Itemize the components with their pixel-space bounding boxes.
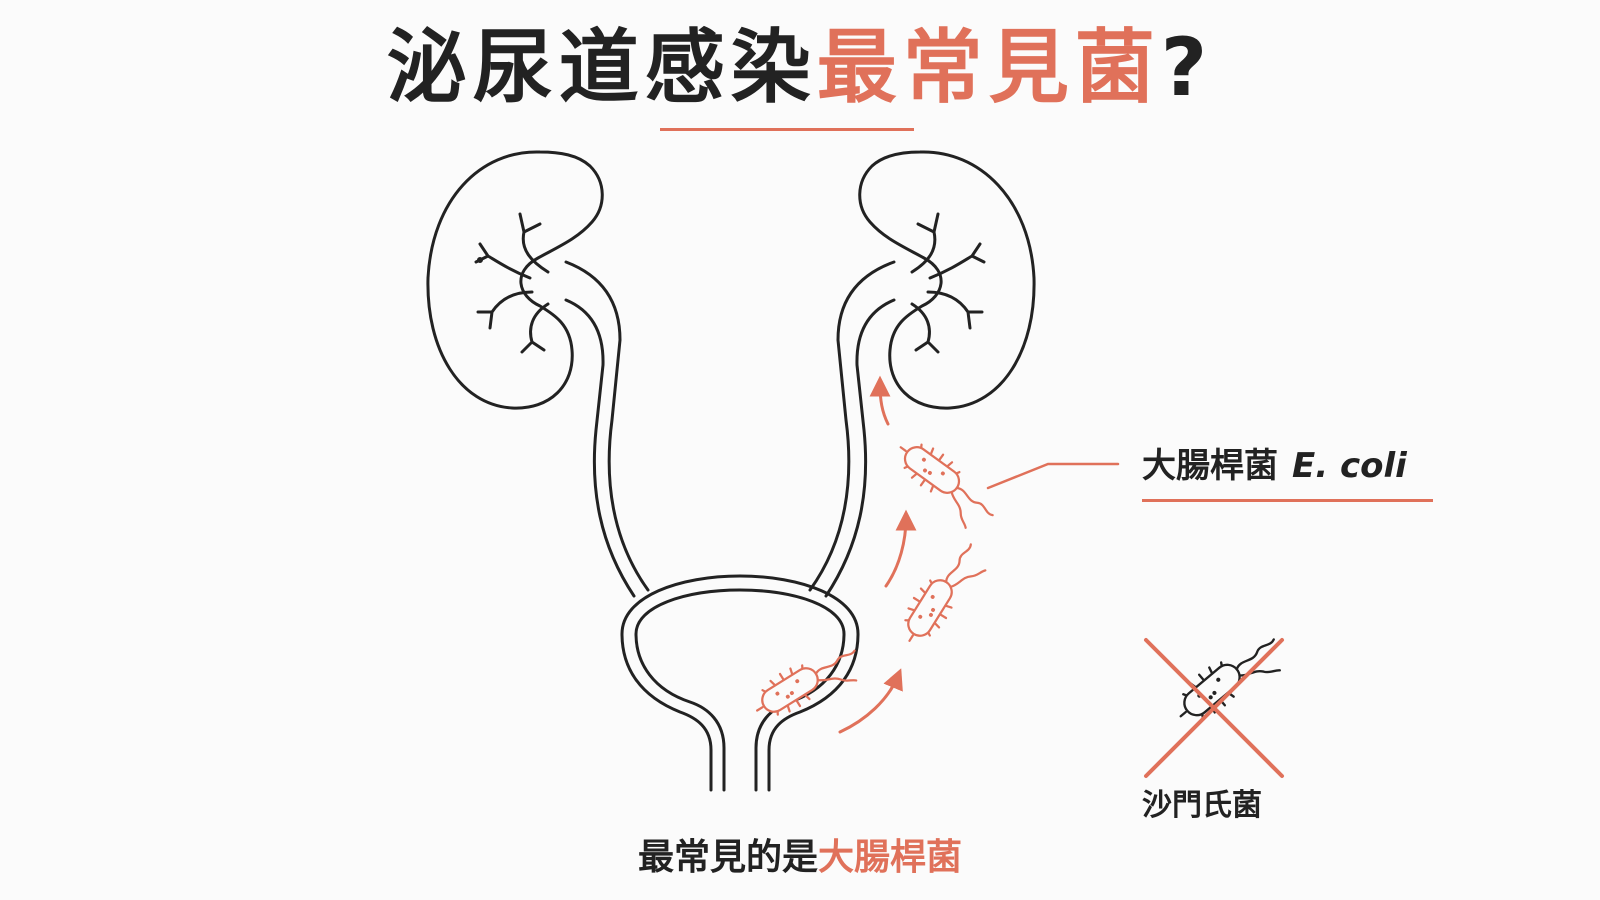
title-highlight: 最常見菌 [816,21,1161,114]
arrow-3 [869,375,891,426]
left-ureter-outer [564,260,650,592]
arrow-1 [838,668,903,734]
title-part-1: 泌尿道感染 [386,21,817,114]
ecoli-latin-name: E. coli [1292,446,1407,486]
title-underline [660,128,914,131]
right-ureter-outer [808,260,896,592]
cross-mark-icon [1144,638,1284,778]
ecoli-chinese-name: 大腸桿菌 [1142,446,1278,486]
page-title: 泌尿道感染最常見菌? [0,18,1600,118]
arrow-2 [884,509,917,588]
ecoli-label: 大腸桿菌 E. coli [1142,444,1407,488]
kidneys [426,150,1036,410]
ecoli-leader-line [986,462,1120,490]
right-ureter-inner [824,298,896,598]
bladder [620,574,860,792]
ascending-arrows [838,375,917,734]
ecoli-bacteria [746,430,1006,735]
left-kidney [426,150,604,410]
caption: 最常見的是大腸桿菌 [0,834,1600,882]
right-kidney [858,150,1036,410]
ecoli-label-underline [1142,499,1433,502]
bladder-outer [620,574,860,792]
left-ureter-inner [564,298,636,598]
salmonella-label: 沙門氏菌 [1142,788,1262,823]
caption-part-1: 最常見的是 [637,837,818,878]
bacterium-3 [883,430,1006,538]
ureters [564,260,896,598]
bacterium-2 [892,532,995,657]
caption-highlight: 大腸桿菌 [818,837,963,878]
renal-pelvis [474,212,986,354]
title-question-mark: ? [1160,21,1214,114]
